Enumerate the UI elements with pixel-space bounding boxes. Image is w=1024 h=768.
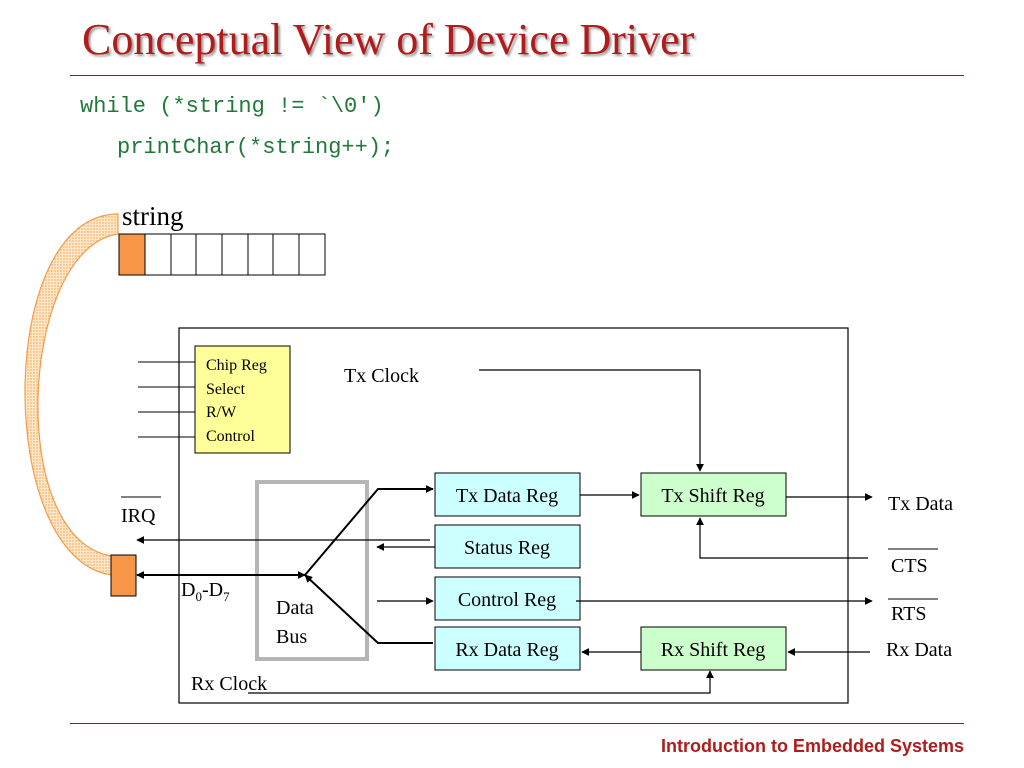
rx-shift-reg — [640, 626, 787, 671]
status-reg — [434, 524, 581, 569]
code-line-while: while (*string != `\0') — [80, 94, 384, 119]
tx-data-reg — [434, 472, 581, 517]
chip-select-input-lines — [138, 361, 195, 438]
chip-select-box — [194, 345, 291, 454]
tx-shift-reg-label: Tx Shift Reg — [661, 485, 764, 507]
chip-select-line-4: Control — [206, 428, 255, 445]
rx-data-to-bus-arrow — [304, 574, 433, 644]
title-divider — [70, 75, 964, 76]
data-lines-label: D0-D7 — [181, 579, 230, 604]
string-cells — [144, 233, 326, 276]
rx-clock-label: Rx Clock — [191, 673, 267, 695]
irq-label: IRQ — [121, 505, 156, 527]
code-line-printchar: printChar(*string++); — [117, 135, 395, 160]
data-bus-label-line2: Bus — [276, 626, 307, 648]
chip-select-line-3: R/W — [206, 404, 237, 421]
transfer-band — [24, 213, 119, 576]
tx-clock-line — [479, 369, 704, 472]
footer-text: Introduction to Embedded Systems — [660, 736, 964, 756]
chip-select-line-1: Chip Reg — [206, 357, 267, 374]
control-reg — [434, 576, 581, 621]
footer-divider — [70, 723, 964, 724]
string-label: string — [122, 201, 184, 231]
data-bus-label-line1: Data — [276, 597, 314, 619]
tx-data-reg-label: Tx Data Reg — [456, 485, 558, 507]
data-bus-box — [255, 480, 369, 661]
status-reg-label: Status Reg — [464, 537, 550, 559]
rts-signal-label: RTS — [891, 603, 926, 625]
string-cell-current — [118, 233, 146, 276]
cpu-register-cell — [110, 554, 137, 597]
rx-data-reg — [434, 626, 581, 671]
cts-signal-label: CTS — [891, 555, 928, 577]
control-reg-label: Control Reg — [458, 589, 556, 611]
tx-clock-label: Tx Clock — [344, 365, 419, 387]
string-buffer — [118, 233, 326, 276]
chip-select-line-2: Select — [206, 381, 246, 398]
rx-shift-reg-label: Rx Shift Reg — [661, 639, 765, 661]
tx-shift-reg — [640, 472, 787, 517]
tx-data-signal-label: Tx Data — [888, 493, 953, 515]
rx-data-signal-label: Rx Data — [886, 639, 952, 661]
cts-line — [696, 517, 868, 559]
rx-clock-line — [248, 670, 714, 694]
slide-title: Conceptual View of Device Driver — [82, 15, 695, 64]
uart-device-box — [178, 327, 849, 704]
bus-to-tx-data-arrow — [304, 485, 434, 576]
rx-data-reg-label: Rx Data Reg — [455, 639, 558, 661]
